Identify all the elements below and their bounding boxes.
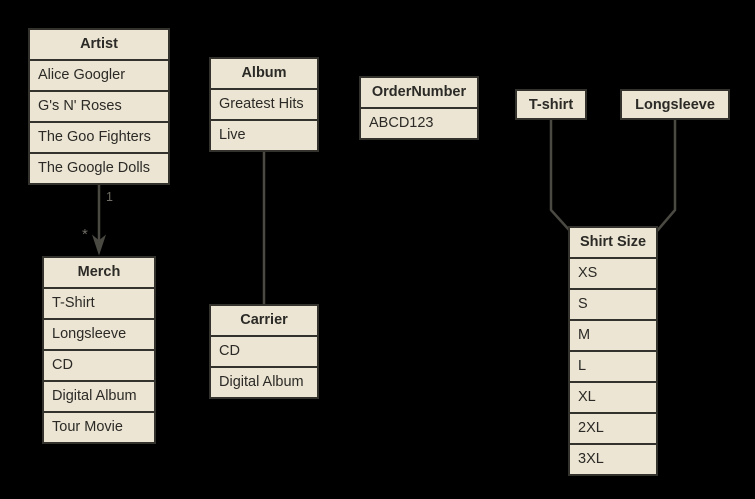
entity-artist-row-3[interactable]: The Google Dolls	[30, 154, 168, 183]
entity-merch[interactable]: Merch T-Shirt Longsleeve CD Digital Albu…	[42, 256, 156, 444]
entity-carrier[interactable]: Carrier CD Digital Album	[209, 304, 319, 399]
entity-artist[interactable]: Artist Alice Googler G's N' Roses The Go…	[28, 28, 170, 185]
entity-merch-row-0[interactable]: T-Shirt	[44, 289, 154, 318]
entity-shirt-size-row-6[interactable]: 3XL	[570, 445, 656, 474]
entity-album-row-0[interactable]: Greatest Hits	[211, 90, 317, 119]
entity-artist-row-2[interactable]: The Goo Fighters	[30, 123, 168, 152]
entity-carrier-row-1[interactable]: Digital Album	[211, 368, 317, 397]
entity-artist-row-0[interactable]: Alice Googler	[30, 61, 168, 90]
node-tshirt[interactable]: T-shirt	[515, 89, 587, 120]
multiplicity-target-label: *	[82, 226, 88, 243]
entity-shirt-size-header: Shirt Size	[570, 228, 656, 257]
edge-longsleeve-shirtsize	[656, 119, 677, 232]
entity-shirt-size-row-5[interactable]: 2XL	[570, 414, 656, 443]
entity-merch-header: Merch	[44, 258, 154, 287]
entity-shirt-size-row-4[interactable]: XL	[570, 383, 656, 412]
entity-carrier-header: Carrier	[211, 306, 317, 335]
entity-merch-row-2[interactable]: CD	[44, 351, 154, 380]
entity-artist-row-1[interactable]: G's N' Roses	[30, 92, 168, 121]
entity-order-number-header: OrderNumber	[361, 78, 477, 107]
entity-album-header: Album	[211, 59, 317, 88]
entity-album-row-1[interactable]: Live	[211, 121, 317, 150]
entity-order-number[interactable]: OrderNumber ABCD123	[359, 76, 479, 140]
entity-album[interactable]: Album Greatest Hits Live	[209, 57, 319, 152]
entity-shirt-size[interactable]: Shirt Size XS S M L XL 2XL 3XL	[568, 226, 658, 476]
entity-merch-row-1[interactable]: Longsleeve	[44, 320, 154, 349]
entity-shirt-size-row-3[interactable]: L	[570, 352, 656, 381]
entity-shirt-size-row-1[interactable]: S	[570, 290, 656, 319]
edge-tshirt-shirtsize	[549, 119, 571, 232]
arrowhead-artist-merch	[91, 234, 107, 256]
entity-artist-header: Artist	[30, 30, 168, 59]
node-longsleeve[interactable]: Longsleeve	[620, 89, 730, 120]
entity-merch-row-4[interactable]: Tour Movie	[44, 413, 154, 442]
entity-shirt-size-row-2[interactable]: M	[570, 321, 656, 350]
multiplicity-source-label: 1	[106, 190, 113, 204]
entity-shirt-size-row-0[interactable]: XS	[570, 259, 656, 288]
entity-carrier-row-0[interactable]: CD	[211, 337, 317, 366]
entity-order-number-row-0[interactable]: ABCD123	[361, 109, 477, 138]
entity-merch-row-3[interactable]: Digital Album	[44, 382, 154, 411]
